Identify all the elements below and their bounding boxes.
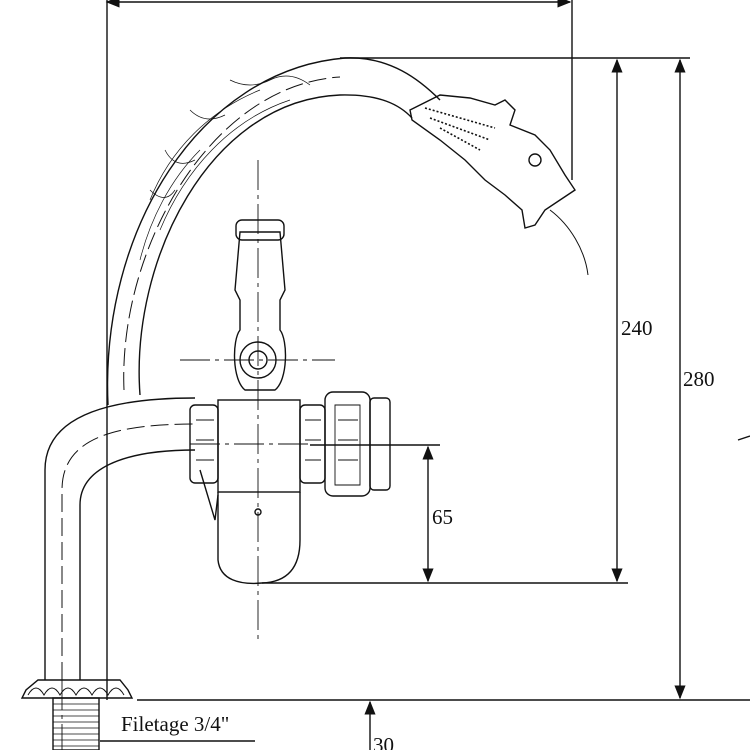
dimension-30: 30 (373, 733, 394, 750)
gooseneck-spout (106, 57, 589, 406)
thread-label: Filetage 3/4" (121, 712, 230, 736)
center-lines (61, 160, 335, 750)
dimension-280: 280 (683, 367, 715, 391)
dimension-240: 240 (621, 316, 653, 340)
dimension-65: 65 (432, 505, 453, 529)
lower-pipe (44, 397, 196, 680)
dimension-lines (100, 0, 750, 750)
base-nut (20, 679, 134, 750)
valve-body (189, 219, 391, 585)
